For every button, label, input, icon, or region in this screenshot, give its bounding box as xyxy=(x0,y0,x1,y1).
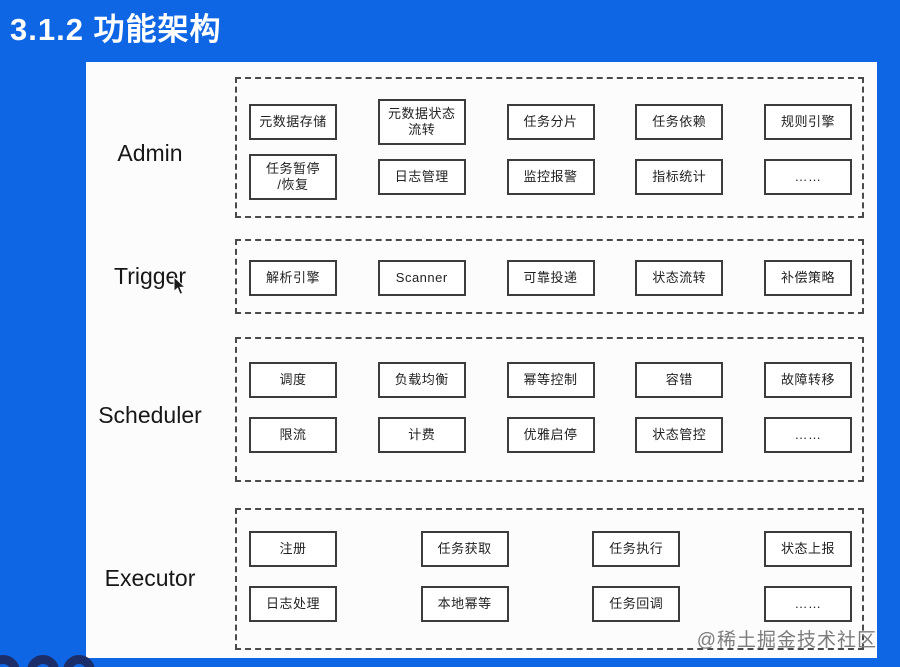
mouse-cursor-icon xyxy=(173,276,186,295)
box-failover: 故障转移 xyxy=(764,362,852,398)
executor-row-2: 日志处理 本地幂等 任务回调 …… xyxy=(237,581,862,627)
executor-row-1: 注册 任务获取 任务执行 状态上报 xyxy=(237,526,862,572)
section-label-scheduler: Scheduler xyxy=(98,402,202,428)
box-scanner: Scanner xyxy=(377,260,466,296)
section-label-executor: Executor xyxy=(104,565,196,591)
box-compensation-strategy: 补偿策略 xyxy=(764,260,852,296)
box-rate-limit: 限流 xyxy=(249,417,337,453)
admin-row-1: 元数据存储 元数据状态 流转 任务分片 任务依赖 规则引擎 xyxy=(237,99,862,145)
box-task-execute: 任务执行 xyxy=(592,531,681,567)
box-metadata-state-flow: 元数据状态 流转 xyxy=(377,99,466,145)
box-log-management: 日志管理 xyxy=(377,159,466,195)
box-status-report: 状态上报 xyxy=(763,531,852,567)
box-metric-stats: 指标统计 xyxy=(635,159,724,195)
executor-section: 注册 任务获取 任务执行 状态上报 日志处理 本地幂等 任务回调 …… xyxy=(235,508,864,650)
box-local-idempotent: 本地幂等 xyxy=(420,586,509,622)
logo-glyph xyxy=(63,655,95,667)
box-task-pause-resume: 任务暂停 /恢复 xyxy=(249,154,337,200)
scheduler-row-1: 调度 负载均衡 幂等控制 容错 故障转移 xyxy=(237,357,862,403)
box-task-callback: 任务回调 xyxy=(592,586,681,622)
box-dispatch: 调度 xyxy=(249,362,337,398)
box-state-flow: 状态流转 xyxy=(635,260,724,296)
box-idempotent-control: 幂等控制 xyxy=(506,362,595,398)
box-metadata-storage: 元数据存储 xyxy=(249,104,337,140)
box-rule-engine: 规则引擎 xyxy=(764,104,852,140)
box-ellipsis-scheduler: …… xyxy=(764,417,852,453)
box-task-dependency: 任务依赖 xyxy=(635,104,724,140)
box-ellipsis-executor: …… xyxy=(763,586,852,622)
box-task-sharding: 任务分片 xyxy=(506,104,595,140)
box-graceful-start-stop: 优雅启停 xyxy=(506,417,595,453)
watermark-text: @稀土掘金技术社区 xyxy=(696,630,877,651)
box-fault-tolerance: 容错 xyxy=(635,362,724,398)
box-billing: 计费 xyxy=(377,417,466,453)
section-label-admin: Admin xyxy=(117,140,183,166)
section-label-trigger: Trigger xyxy=(114,263,186,289)
admin-row-2: 任务暂停 /恢复 日志管理 监控报警 指标统计 …… xyxy=(237,154,862,200)
cut-off-logo xyxy=(0,655,120,667)
box-ellipsis-admin: …… xyxy=(764,159,852,195)
box-parse-engine: 解析引擎 xyxy=(249,260,337,296)
box-register: 注册 xyxy=(249,531,337,567)
admin-section: 元数据存储 元数据状态 流转 任务分片 任务依赖 规则引擎 任务暂停 /恢复 日… xyxy=(235,77,864,218)
box-reliable-delivery: 可靠投递 xyxy=(506,260,595,296)
trigger-section: 解析引擎 Scanner 可靠投递 状态流转 补偿策略 xyxy=(235,239,864,314)
scheduler-section: 调度 负载均衡 幂等控制 容错 故障转移 限流 计费 优雅启停 状态管控 …… xyxy=(235,337,864,482)
page-title: 3.1.2 功能架构 xyxy=(10,12,222,47)
logo-glyph xyxy=(27,655,59,667)
box-monitor-alert: 监控报警 xyxy=(506,159,595,195)
trigger-row: 解析引擎 Scanner 可靠投递 状态流转 补偿策略 xyxy=(237,255,862,301)
box-log-processing: 日志处理 xyxy=(249,586,337,622)
box-state-control: 状态管控 xyxy=(635,417,724,453)
box-load-balance: 负载均衡 xyxy=(377,362,466,398)
box-task-fetch: 任务获取 xyxy=(420,531,509,567)
logo-glyph xyxy=(0,655,20,667)
scheduler-row-2: 限流 计费 优雅启停 状态管控 …… xyxy=(237,412,862,458)
